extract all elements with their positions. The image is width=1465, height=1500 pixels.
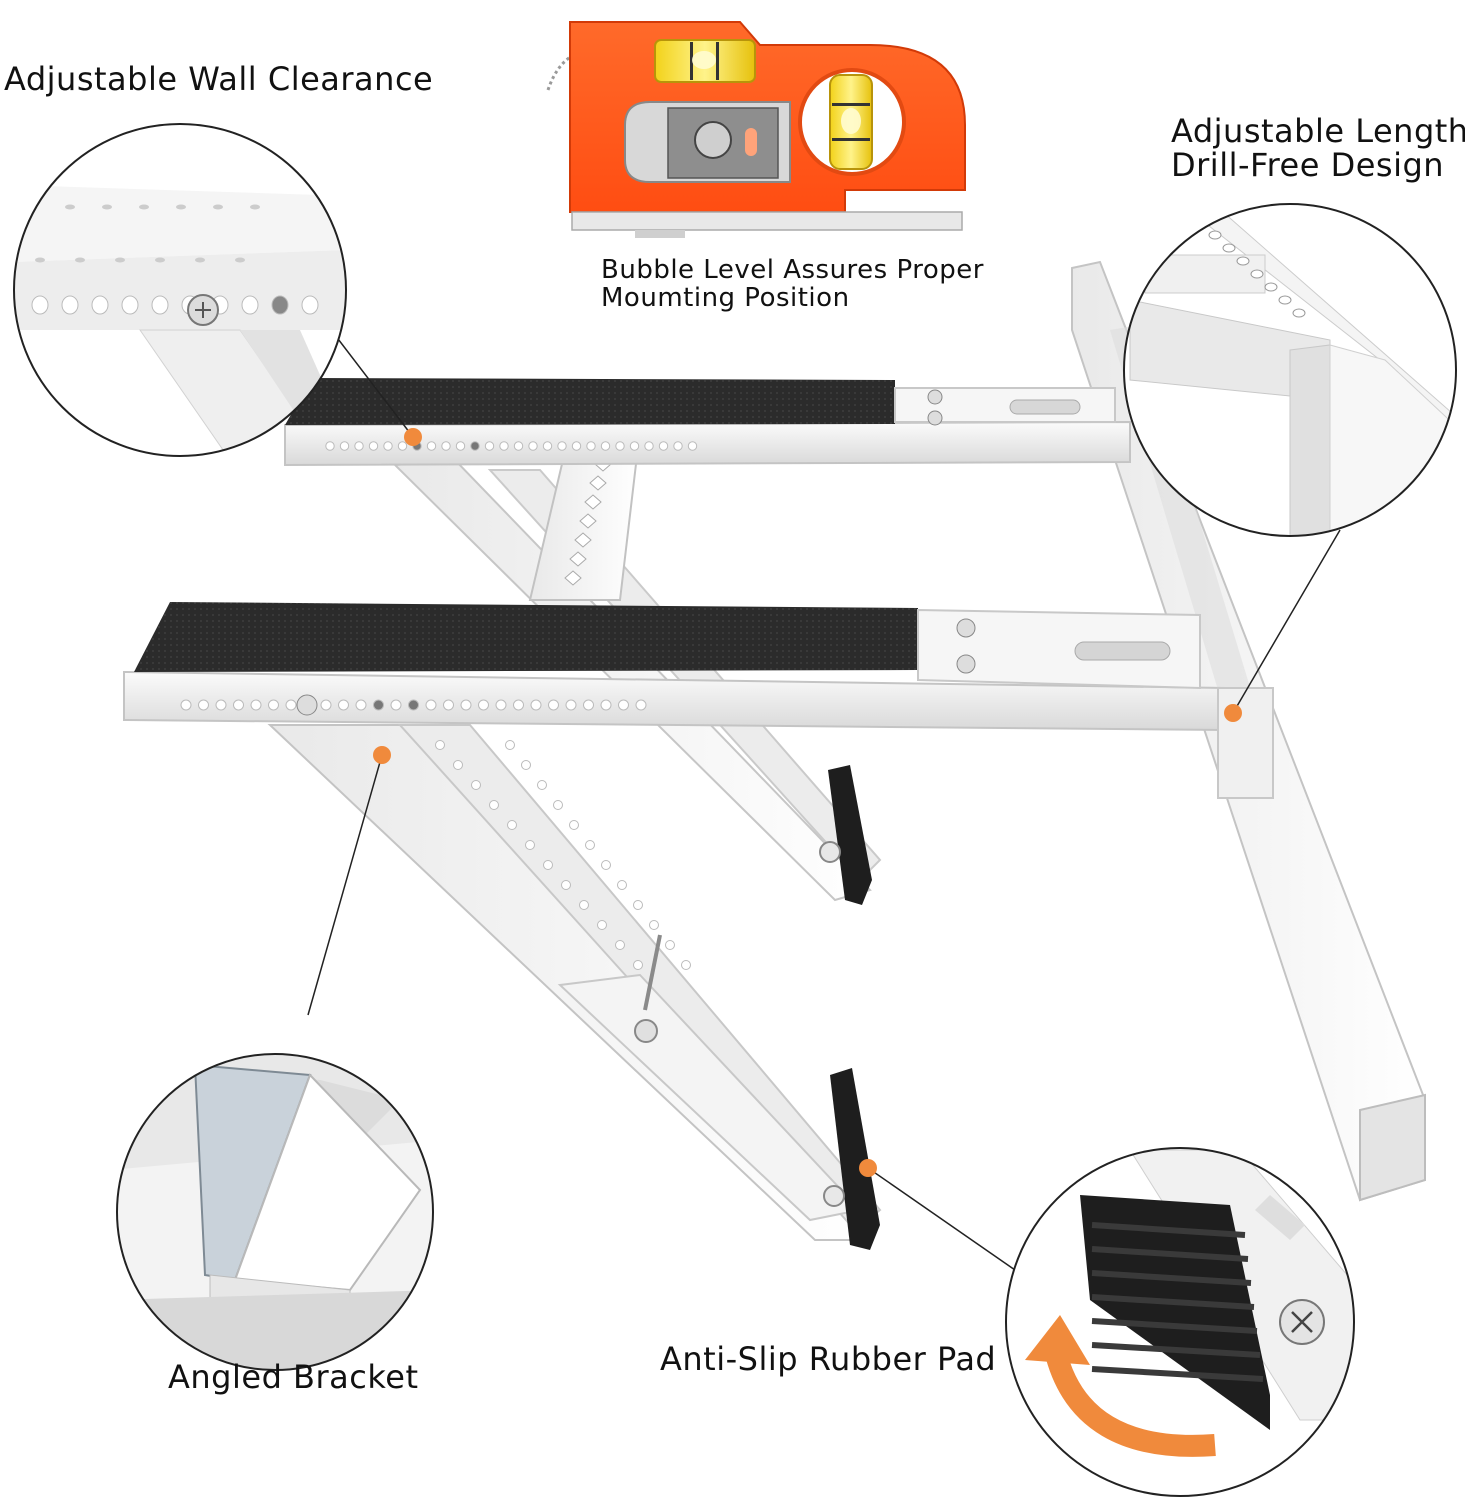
leader-lines	[307, 334, 1341, 1271]
bubble-level-label-line2: Moumting Position	[601, 283, 850, 313]
front-rubber-foot	[823, 1068, 880, 1250]
front-support-holes	[435, 740, 691, 970]
ac-bracket	[123, 260, 1426, 1250]
bubble-level	[546, 21, 966, 238]
bubble-level-label: Bubble Level Assures Proper Moumting Pos…	[601, 256, 984, 312]
detail-angled-bracket	[116, 1053, 434, 1371]
callout-dots	[373, 428, 1242, 1177]
detail-rubber-pad	[1005, 1147, 1355, 1497]
adjustable-length-label: Adjustable Length Drill-Free Design	[1171, 114, 1465, 182]
adjustable-length-label-line1: Adjustable Length	[1171, 112, 1465, 150]
back-arm-holes	[325, 441, 698, 451]
angled-bracket-label: Angled Bracket	[168, 1358, 419, 1396]
rubber-pad-label: Anti-Slip Rubber Pad	[660, 1340, 997, 1378]
bubble-level-label-line1: Bubble Level Assures Proper	[601, 255, 984, 285]
wall-clearance-label: Adjustable Wall Clearance	[4, 60, 434, 98]
adjustable-length-label-line2: Drill-Free Design	[1171, 146, 1445, 184]
rear-rubber-foot	[819, 765, 872, 905]
front-arm-holes	[180, 694, 647, 716]
curved-arrow-icon	[1025, 1315, 1216, 1457]
